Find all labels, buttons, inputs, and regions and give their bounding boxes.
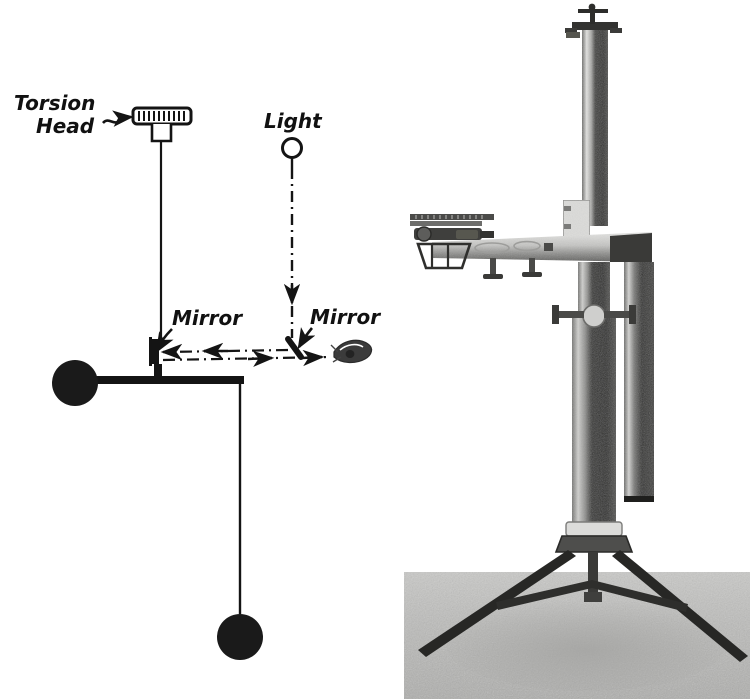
telescope-mount-neck: [480, 231, 494, 238]
observer-eye-highlight: [339, 343, 364, 351]
tripod-base: [418, 521, 748, 662]
light-ray-to-mirror-line: [164, 348, 289, 354]
collar-knob-end-left: [552, 305, 559, 324]
small-mirror-face: [152, 339, 159, 364]
lamp-bulb-icon: [281, 137, 303, 159]
top-fitting-left-knob: [566, 32, 580, 38]
collar-knob-end-right: [629, 305, 636, 324]
horizontal-arm: [432, 232, 652, 262]
torsion-head-label-line1: Torsion: [14, 91, 95, 115]
tripod-cross-brace: [496, 580, 688, 612]
tripod-brace-hub: [584, 592, 602, 602]
upper-column: [582, 28, 608, 226]
tripod-leg-center: [588, 552, 598, 596]
top-fitting-spindle: [590, 6, 595, 24]
horizontal-arm-slot-left: [474, 242, 510, 254]
telescope-eyepiece: [416, 226, 432, 242]
telescope-scale-ticks: [415, 215, 483, 219]
mirror-left-label: Mirror: [172, 306, 243, 330]
light-ray-to-eye: [162, 349, 331, 367]
housing-box-fitting-b: [564, 224, 571, 229]
horizontal-arm-dark-end: [610, 233, 652, 262]
schematic-diagram-svg: Torsion Head: [0, 0, 400, 699]
lower-column-main-section: [572, 318, 616, 532]
light-ray-to-mirror: [160, 342, 289, 361]
torsion-head-label-line2: Head: [36, 114, 95, 138]
observer-eye-lashes: [330, 344, 342, 363]
light-ray-to-eye-arrow1: [247, 350, 275, 367]
torsion-head-clamp: [150, 124, 173, 143]
top-fitting-right-lug: [610, 28, 622, 33]
lower-mass-ball: [217, 614, 263, 660]
light-ray-to-eye-arrow2: [301, 349, 325, 367]
light-ray-to-eye-line: [162, 355, 331, 362]
ground-surface: [404, 572, 750, 699]
torsion-head-graduations: [138, 111, 185, 121]
top-fitting-left-lug: [565, 28, 577, 33]
lower-column: [572, 262, 616, 532]
housing-box-fitting-a: [564, 206, 571, 211]
telescope-support-bracket: [416, 242, 472, 270]
arm-fitting-foot-left: [483, 274, 503, 279]
horizontal-arm-body: [432, 232, 652, 262]
arm-fitting-foot-right: [522, 272, 542, 277]
arm-underside-fittings: [483, 258, 542, 279]
small-mirror: [149, 337, 159, 366]
arm-fitting-post-right: [529, 258, 535, 274]
telescope-focus-knob: [456, 230, 478, 239]
apparatus-photograph-svg: [396, 0, 756, 699]
torsion-head-label: Torsion Head: [14, 91, 134, 138]
top-fitting-crossbar: [578, 9, 608, 13]
hanging-cylinder-body: [624, 262, 654, 500]
top-cross-fitting: [565, 3, 622, 38]
observer-eye-pupil: [345, 350, 355, 358]
apparatus-photograph-panel: [396, 0, 756, 699]
mirror-right-pointer-arrow: [297, 327, 316, 350]
torsion-head-drum-body: [131, 106, 193, 126]
balance-beam-bar: [75, 376, 244, 384]
schematic-diagram-panel: Torsion Head: [0, 0, 400, 699]
collar-knob-arm-right: [604, 311, 632, 318]
arm-fitting-post-left: [490, 258, 496, 276]
top-fitting-cap: [588, 3, 596, 11]
hanging-cylinder-weight: [624, 262, 654, 502]
collar-knob: [552, 304, 636, 328]
observer-eye-icon: [330, 339, 373, 364]
mirror-right-label-group: Mirror: [297, 305, 381, 350]
light-label: Light: [264, 109, 323, 133]
horizontal-arm-stud: [544, 243, 553, 251]
hanging-cylinder-base-cap: [624, 496, 654, 502]
collar-knob-arm-left: [556, 311, 584, 318]
left-mass-ball: [52, 360, 98, 406]
horizontal-arm-slot-right: [513, 240, 541, 252]
torsion-head-pointer-arrow: [112, 110, 134, 127]
telescope-assembly: [410, 214, 494, 270]
balance-beam-hub: [154, 364, 162, 378]
diagram-background: [0, 0, 400, 699]
lamp-group: Light: [264, 109, 323, 168]
top-fitting-collar: [572, 22, 618, 30]
small-mirror-mount: [149, 337, 152, 366]
upper-column-tube: [582, 28, 608, 226]
telescope-rail: [410, 221, 482, 226]
collar-knob-hub: [582, 304, 606, 328]
tilted-mirror: [285, 336, 304, 360]
ground-shadow: [446, 599, 726, 691]
balance-beam: [75, 364, 244, 384]
tripod-top-collar: [565, 521, 623, 537]
tripod-hub: [554, 535, 634, 553]
mirror-right-label: Mirror: [310, 305, 381, 329]
